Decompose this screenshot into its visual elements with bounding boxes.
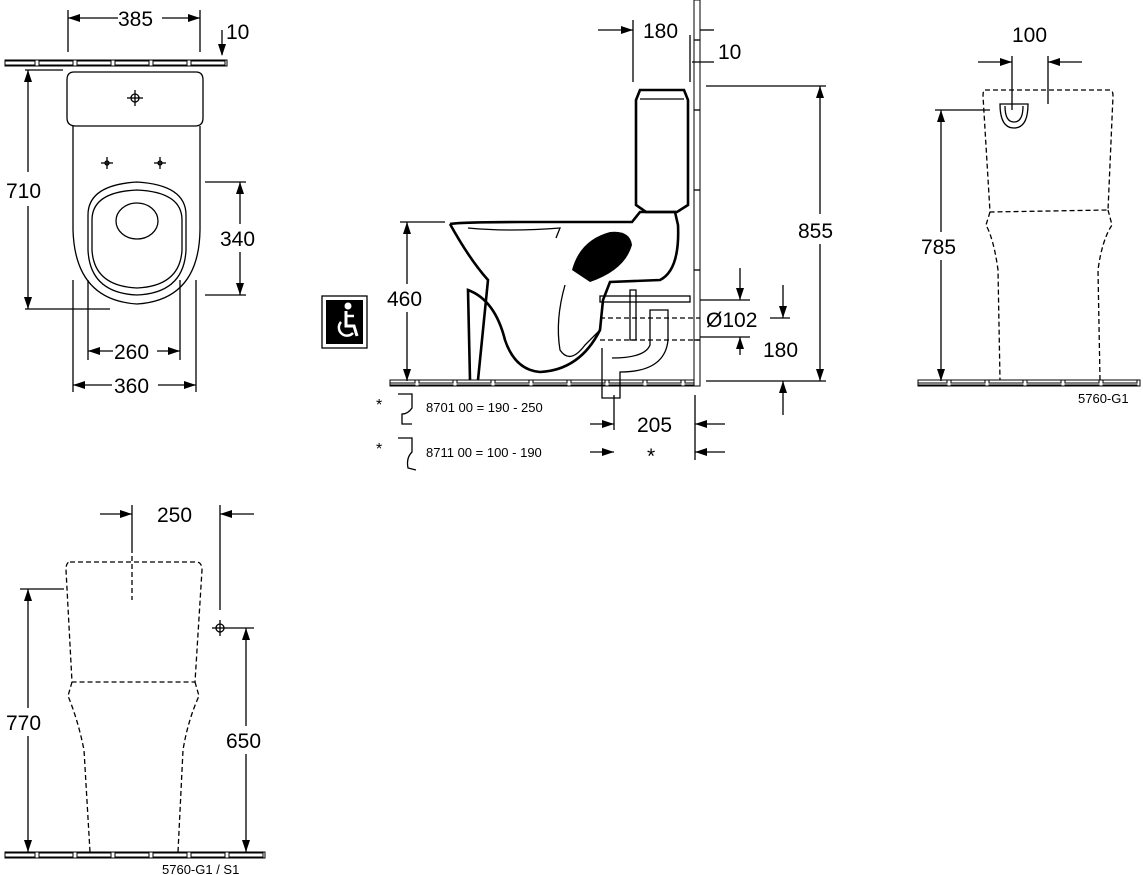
tank-side xyxy=(634,88,690,214)
wheelchair-icon xyxy=(321,295,368,349)
floor-strip xyxy=(389,379,696,387)
fixing-point-marker xyxy=(154,157,166,169)
seat-inner xyxy=(91,189,183,289)
bowl-opening xyxy=(115,202,159,240)
dim-855: 855 xyxy=(798,220,833,243)
dim-360: 360 xyxy=(114,375,149,398)
bowl-rear xyxy=(67,681,91,853)
fixing-point-marker xyxy=(212,620,228,636)
dim-10-side: 10 xyxy=(718,41,741,64)
bowl-outline xyxy=(72,126,201,305)
model-code: 5760-G1 xyxy=(1078,391,1129,406)
note-text: 8711 00 = 100 - 190 xyxy=(426,445,542,460)
dim-180-outlet: 180 xyxy=(763,339,798,362)
bowl-side xyxy=(449,210,680,381)
dim-770: 770 xyxy=(6,712,41,735)
note-marker: * xyxy=(376,441,382,458)
dim-10-top: 10 xyxy=(226,21,249,44)
note-8711: * 8711 00 = 100 - 190 xyxy=(376,437,542,471)
side-view: 180 10 855 460 Ø102 180 205 * xyxy=(321,0,833,471)
dim-102: Ø102 xyxy=(706,309,757,332)
dim-205: 205 xyxy=(637,414,672,437)
floor-strip xyxy=(917,379,1141,387)
star-marker: * xyxy=(647,445,655,468)
dim-385: 385 xyxy=(118,8,153,31)
top-view: 385 10 710 340 260 360 xyxy=(4,8,255,398)
dim-650: 650 xyxy=(226,730,261,753)
tank-outline xyxy=(66,71,204,127)
dim-250: 250 xyxy=(157,504,192,527)
dim-260: 260 xyxy=(114,341,149,364)
bowl-front xyxy=(985,211,1001,381)
floor-strip xyxy=(4,851,266,859)
dim-710: 710 xyxy=(6,180,41,203)
dim-340: 340 xyxy=(220,228,255,251)
model-code: 5760-G1 / S1 xyxy=(162,862,239,875)
dim-100: 100 xyxy=(1012,24,1047,47)
trap-shape xyxy=(572,231,632,282)
note-marker: * xyxy=(376,397,382,414)
front-view: 100 785 5760-G1 xyxy=(917,24,1141,406)
pipe-bend-icon xyxy=(398,437,417,471)
dim-180-tank: 180 xyxy=(643,20,678,43)
note-text: 8701 00 = 190 - 250 xyxy=(426,400,543,415)
outlet-symbol xyxy=(999,103,1029,129)
dim-785: 785 xyxy=(921,236,956,259)
fixing-point-marker xyxy=(101,157,113,169)
fixing-point-marker xyxy=(127,90,143,106)
seat-outline xyxy=(87,181,187,296)
note-8701: * 8701 00 = 190 - 250 xyxy=(376,393,543,425)
wall-strip xyxy=(693,0,701,387)
rear-view: 250 770 650 5760-G1 / S1 xyxy=(4,504,266,875)
outlet-pipe xyxy=(599,295,691,303)
wall-strip xyxy=(4,59,228,67)
tank-front xyxy=(982,89,1114,213)
tank-rear xyxy=(65,561,203,683)
dim-460: 460 xyxy=(387,288,422,311)
pipe-bend-icon xyxy=(398,393,413,425)
